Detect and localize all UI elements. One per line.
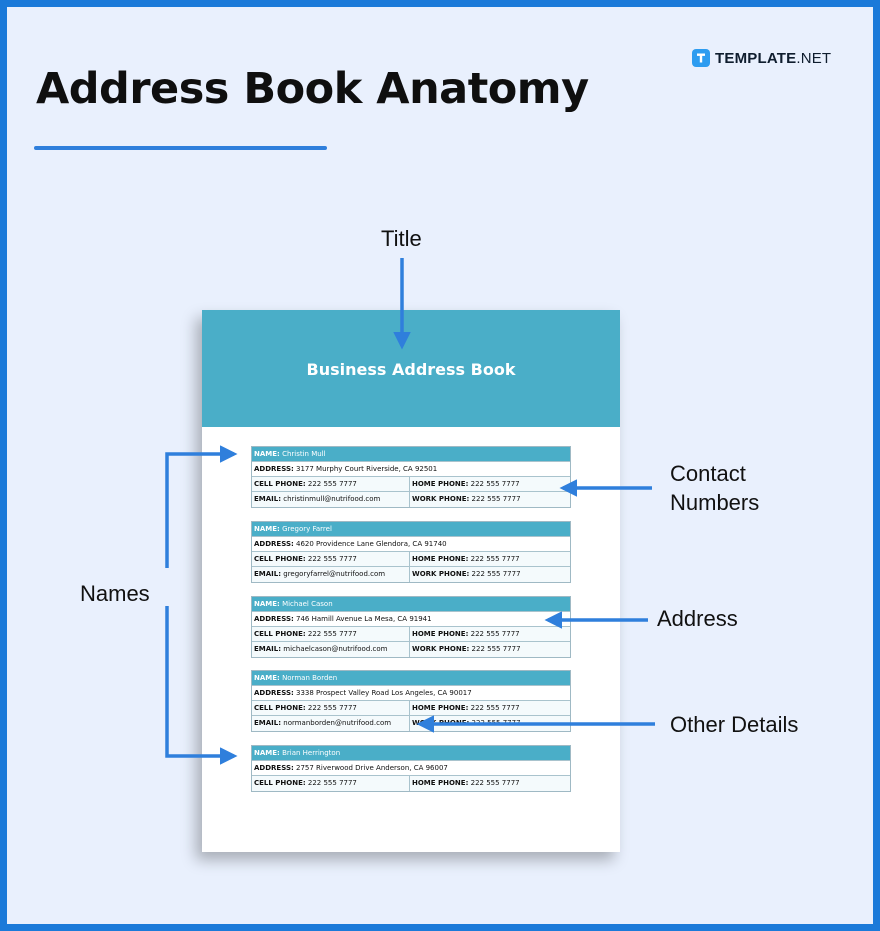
email-key: EMAIL:	[254, 719, 282, 727]
contact-name: Gregory Farrel	[282, 525, 332, 533]
address-row: ADDRESS: 4620 Providence Lane Glendora, …	[252, 537, 570, 552]
home-phone-key: HOME PHONE:	[412, 630, 469, 638]
address-key: ADDRESS:	[254, 465, 294, 473]
names-bracket-arrow-top	[165, 445, 238, 568]
name-key: NAME:	[254, 749, 280, 757]
address-book-document: Business Address Book NAME: Christin Mul…	[202, 310, 620, 852]
home-phone-value: 222 555 7777	[470, 555, 520, 563]
document-header: Business Address Book	[202, 310, 620, 427]
contact-card: NAME: Christin Mull ADDRESS: 3177 Murphy…	[251, 446, 571, 508]
names-bracket-arrow-bottom	[165, 606, 238, 765]
email-key: EMAIL:	[254, 570, 282, 578]
home-phone-value: 222 555 7777	[470, 630, 520, 638]
email-row: EMAIL: christinmull@nutrifood.com WORK PH…	[252, 492, 570, 507]
label-title: Title	[381, 226, 422, 251]
title-underline	[34, 146, 327, 150]
work-phone-key: WORK PHONE:	[412, 645, 470, 653]
address-row: ADDRESS: 3338 Prospect Valley Road Los A…	[252, 686, 570, 701]
name-row: NAME: Christin Mull	[252, 447, 570, 462]
name-row: NAME: Norman Borden	[252, 671, 570, 686]
page-title: Address Book Anatomy	[36, 64, 589, 114]
cell-phone-value: 222 555 7777	[307, 630, 357, 638]
address-row: ADDRESS: 746 Hamill Avenue La Mesa, CA 9…	[252, 612, 570, 627]
cell-phone-key: CELL PHONE:	[254, 704, 306, 712]
cell-phone-key: CELL PHONE:	[254, 630, 306, 638]
cell-phone-key: CELL PHONE:	[254, 779, 306, 787]
work-phone-value: 222 555 7777	[471, 645, 521, 653]
cell-phone-value: 222 555 7777	[307, 704, 357, 712]
home-phone-key: HOME PHONE:	[412, 555, 469, 563]
home-phone-key: HOME PHONE:	[412, 480, 469, 488]
work-phone-value: 222 555 7777	[471, 570, 521, 578]
address-row: ADDRESS: 2757 Riverwood Drive Anderson, …	[252, 761, 570, 776]
address-key: ADDRESS:	[254, 689, 294, 697]
label-address: Address	[657, 606, 738, 631]
cell-phone-value: 222 555 7777	[307, 555, 357, 563]
contact-address: 746 Hamill Avenue La Mesa, CA 91941	[296, 615, 432, 623]
contact-card: NAME: Brian Herrington ADDRESS: 2757 Riv…	[251, 745, 571, 792]
home-phone-value: 222 555 7777	[470, 779, 520, 787]
email-value: normanborden@nutrifood.com	[283, 719, 392, 727]
address-row: ADDRESS: 3177 Murphy Court Riverside, CA…	[252, 462, 570, 477]
name-key: NAME:	[254, 674, 280, 682]
email-row: EMAIL: gregoryfarrel@nutrifood.com WORK P…	[252, 567, 570, 582]
label-contact-line1: Contact	[670, 461, 746, 486]
contact-name: Brian Herrington	[282, 749, 341, 757]
address-key: ADDRESS:	[254, 615, 294, 623]
name-row: NAME: Michael Cason	[252, 597, 570, 612]
email-key: EMAIL:	[254, 645, 282, 653]
contact-card: NAME: Gregory Farrel ADDRESS: 4620 Provi…	[251, 521, 571, 583]
work-phone-value: 222 555 7777	[471, 495, 521, 503]
contact-address: 3338 Prospect Valley Road Los Angeles, C…	[296, 689, 472, 697]
contact-name: Michael Cason	[282, 600, 333, 608]
contact-name: Christin Mull	[282, 450, 326, 458]
name-key: NAME:	[254, 600, 280, 608]
email-key: EMAIL:	[254, 495, 282, 503]
document-title: Business Address Book	[306, 360, 516, 379]
email-value: michaelcason@nutrifood.com	[283, 645, 388, 653]
cell-phone-key: CELL PHONE:	[254, 480, 306, 488]
name-key: NAME:	[254, 450, 280, 458]
name-row: NAME: Gregory Farrel	[252, 522, 570, 537]
label-other-details: Other Details	[670, 712, 799, 737]
cell-phone-key: CELL PHONE:	[254, 555, 306, 563]
address-key: ADDRESS:	[254, 764, 294, 772]
contact-address: 4620 Providence Lane Glendora, CA 91740	[296, 540, 447, 548]
address-key: ADDRESS:	[254, 540, 294, 548]
contact-name: Norman Borden	[282, 674, 338, 682]
contact-card: NAME: Michael Cason ADDRESS: 746 Hamill …	[251, 596, 571, 658]
label-names: Names	[80, 581, 150, 606]
brand-name-suffix: .NET	[796, 49, 832, 67]
home-phone-key: HOME PHONE:	[412, 779, 469, 787]
name-row: NAME: Brian Herrington	[252, 746, 570, 761]
brand-name-bold: TEMPLATE	[715, 49, 797, 67]
cell-phone-value: 222 555 7777	[307, 480, 357, 488]
email-row: EMAIL: michaelcason@nutrifood.com WORK PH…	[252, 642, 570, 657]
home-phone-value: 222 555 7777	[470, 480, 520, 488]
work-phone-key: WORK PHONE:	[412, 495, 470, 503]
brand-name: TEMPLATE.NET	[715, 50, 831, 67]
cell-phone-value: 222 555 7777	[307, 779, 357, 787]
contact-address: 3177 Murphy Court Riverside, CA 92501	[296, 465, 438, 473]
contact-address: 2757 Riverwood Drive Anderson, CA 96007	[296, 764, 448, 772]
home-phone-key: HOME PHONE:	[412, 704, 469, 712]
name-key: NAME:	[254, 525, 280, 533]
email-value: christinmull@nutrifood.com	[283, 495, 381, 503]
home-phone-value: 222 555 7777	[470, 704, 520, 712]
work-phone-key: WORK PHONE:	[412, 570, 470, 578]
label-contact-line2: Numbers	[670, 490, 760, 515]
template-logo-icon	[692, 49, 710, 67]
email-value: gregoryfarrel@nutrifood.com	[283, 570, 386, 578]
brand-logo: TEMPLATE.NET	[692, 49, 831, 67]
